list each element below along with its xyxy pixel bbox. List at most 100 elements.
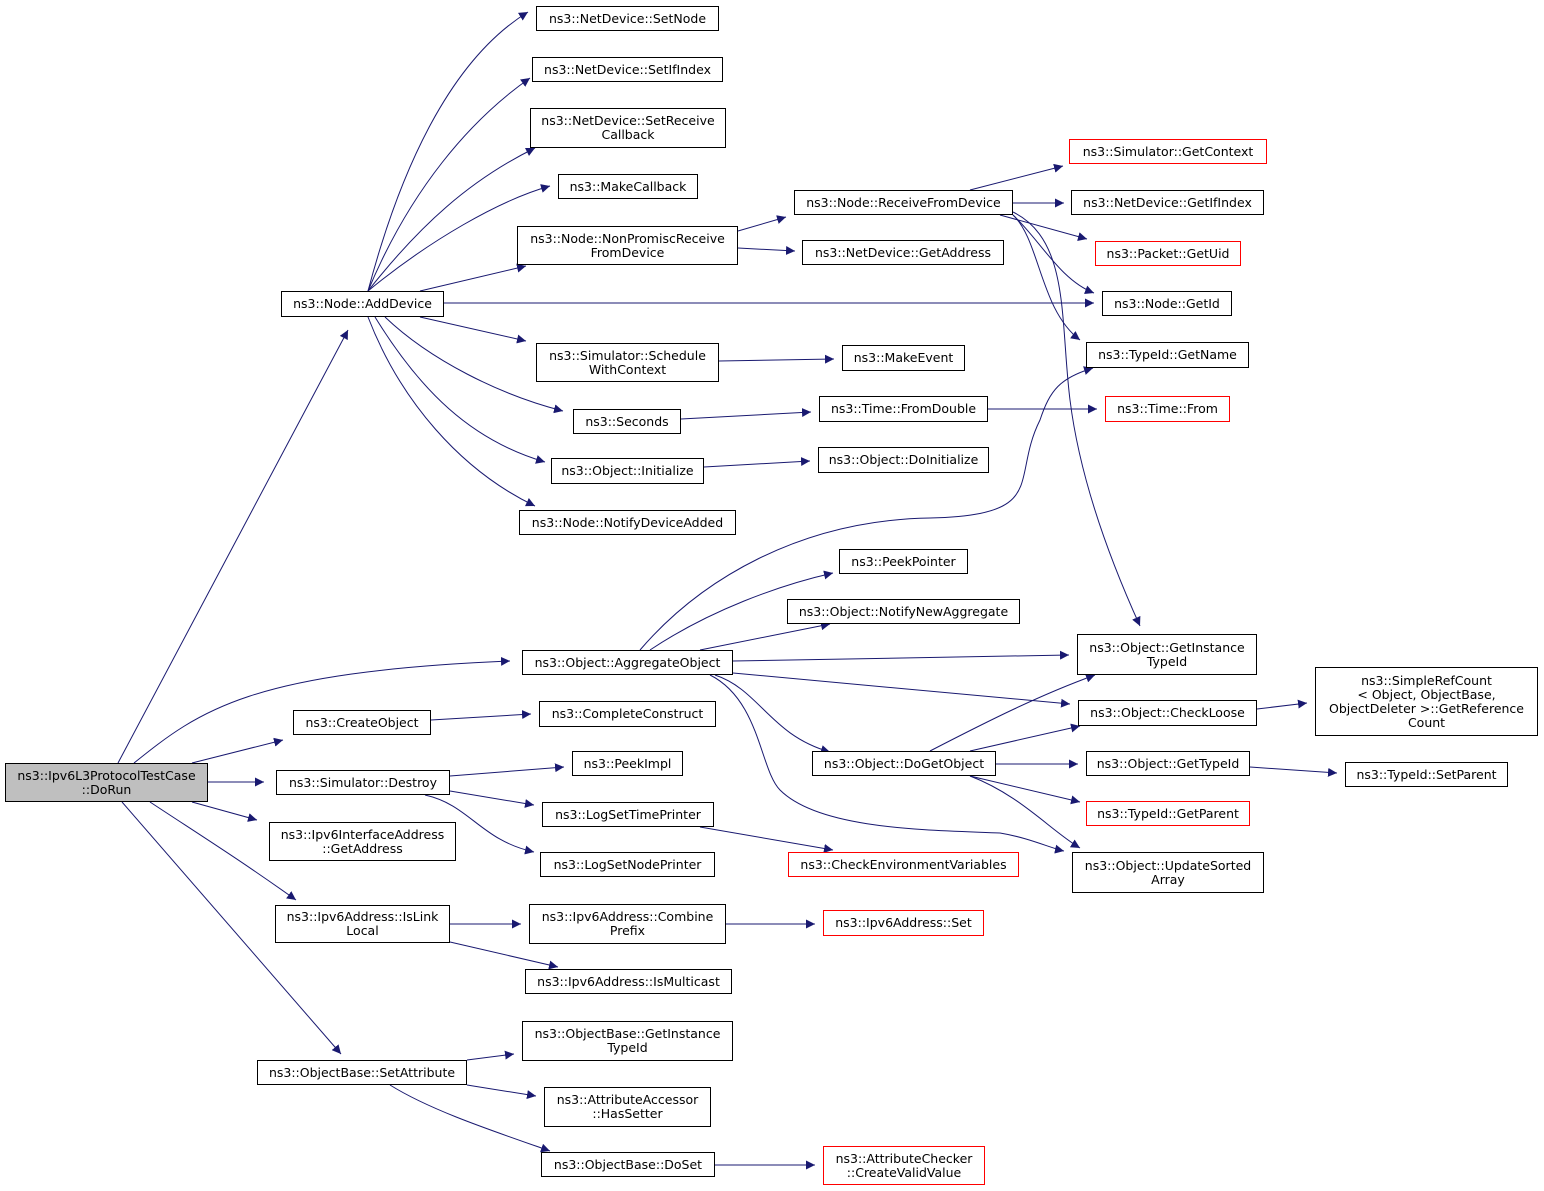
node-getcontext[interactable]: ns3::Simulator::GetContext (1069, 139, 1267, 164)
node-label-line: Prefix (609, 923, 646, 938)
node-notifydev[interactable]: ns3::Node::NotifyDeviceAdded (519, 510, 736, 535)
node-label-line: FromDevice (590, 244, 665, 260)
node-checkenv[interactable]: ns3::CheckEnvironmentVariables (788, 852, 1019, 877)
node-label-line: ns3::Ipv6Address::Combine (541, 909, 714, 924)
node-setifindex[interactable]: ns3::NetDevice::SetIfIndex (532, 57, 723, 82)
node-logtime[interactable]: ns3::LogSetTimePrinter (542, 802, 714, 827)
node-lognode[interactable]: ns3::LogSetNodePrinter (540, 852, 715, 877)
edge-aggregate-to-notifyagg (699, 621, 831, 651)
node-createobj[interactable]: ns3::CreateObject (293, 710, 431, 735)
node-dogetobj[interactable]: ns3::Object::DoGetObject (812, 751, 996, 776)
edge-dorun-to-islinklocal (149, 801, 297, 901)
node-label-line: ns3::MakeEvent (853, 350, 954, 365)
node-adddevice[interactable]: ns3::Node::AddDevice (281, 291, 444, 317)
node-label-line: ns3::Object::UpdateSorted (1084, 857, 1252, 873)
node-label-line: ns3::NetDevice::SetNode (548, 10, 707, 26)
node-peekptr[interactable]: ns3::PeekPointer (839, 549, 968, 574)
node-label-line: ns3::Object::DoInitialize (828, 452, 979, 467)
node-doinit[interactable]: ns3::Object::DoInitialize (818, 447, 989, 473)
node-label-line: ns3::LogSetTimePrinter (555, 806, 701, 822)
node-label-line: ns3::AttributeChecker (835, 1150, 973, 1166)
node-ismulticast[interactable]: ns3::Ipv6Address::IsMulticast (525, 969, 732, 994)
node-getuid[interactable]: ns3::Packet::GetUid (1095, 241, 1241, 266)
node-dorun: ns3::Ipv6L3ProtocolTestCase::DoRun (5, 763, 208, 802)
node-label-line: WithContext (588, 361, 667, 377)
node-label-line: ns3::SimpleRefCount (1361, 672, 1492, 688)
edge-checkloose-to-simplerefcount (1256, 699, 1308, 710)
node-getname[interactable]: ns3::TypeId::GetName (1086, 342, 1249, 368)
node-timefrom[interactable]: ns3::Time::From (1105, 396, 1230, 422)
edge-gettypeid-to-setparent (1249, 766, 1338, 777)
node-setnode[interactable]: ns3::NetDevice::SetNode (536, 6, 719, 31)
node-label-line: ns3::Node::ReceiveFromDevice (806, 194, 1001, 210)
edge-simdestroy-to-lognode (424, 794, 535, 855)
node-label-line: ns3::Time::FromDouble (830, 401, 977, 416)
node-label-line: ::DoRun (81, 781, 132, 797)
node-label-line: ns3::Simulator::Destroy (289, 774, 437, 790)
edge-adddevice-to-setifindex (367, 77, 531, 292)
node-doset[interactable]: ns3::ObjectBase::DoSet (541, 1152, 715, 1177)
node-completec[interactable]: ns3::CompleteConstruct (539, 701, 716, 727)
edge-createobj-to-completec (430, 710, 532, 721)
node-label-line: ns3::ObjectBase::DoSet (553, 1156, 703, 1172)
node-hassetter[interactable]: ns3::AttributeAccessor::HasSetter (544, 1087, 711, 1127)
edge-dorun-to-aggregate (133, 656, 511, 764)
node-setattr[interactable]: ns3::ObjectBase::SetAttribute (257, 1060, 467, 1085)
node-makecallback[interactable]: ns3::MakeCallback (558, 174, 698, 199)
node-label-line: ns3::TypeId::GetParent (1097, 805, 1239, 821)
node-simplerefcount[interactable]: ns3::SimpleRefCount< Object, ObjectBase,… (1315, 667, 1538, 736)
node-initialize[interactable]: ns3::Object::Initialize (551, 458, 704, 484)
edge-adddevice-to-nonpromisc (419, 263, 527, 292)
node-label-line: ns3::NetDevice::SetReceive (541, 113, 715, 128)
node-label-line: Array (1151, 871, 1185, 887)
node-makeevent[interactable]: ns3::MakeEvent (842, 345, 965, 371)
node-label-line: ns3::Object::NotifyNewAggregate (798, 603, 1009, 619)
edge-simdestroy-to-logtime (449, 790, 535, 808)
node-label-line: ns3::Object::CheckLoose (1090, 705, 1245, 720)
edge-adddevice-to-schedctx (419, 316, 527, 344)
node-ipv6set[interactable]: ns3::Ipv6Address::Set (823, 910, 984, 936)
node-label-line: ns3::PeekPointer (851, 553, 956, 569)
node-recvfromdev[interactable]: ns3::Node::ReceiveFromDevice (794, 190, 1013, 215)
node-notifyagg[interactable]: ns3::Object::NotifyNewAggregate (787, 599, 1020, 624)
node-fromdouble[interactable]: ns3::Time::FromDouble (819, 396, 988, 422)
node-label-line: ns3::Node::NotifyDeviceAdded (531, 514, 724, 530)
node-gettypeid[interactable]: ns3::Object::GetTypeId (1086, 751, 1250, 776)
node-getifindex[interactable]: ns3::NetDevice::GetIfIndex (1071, 190, 1264, 215)
node-label-line: ns3::PeekImpl (583, 755, 672, 771)
node-setparent[interactable]: ns3::TypeId::SetParent (1345, 762, 1508, 787)
node-label-line: ns3::Ipv6L3ProtocolTestCase (17, 767, 196, 783)
edge-setattr-to-hassetter (466, 1084, 537, 1100)
node-label-line: TypeId (607, 1040, 648, 1055)
node-seconds[interactable]: ns3::Seconds (573, 409, 681, 434)
edge-logtime-to-checkenv (699, 826, 834, 853)
node-ifaceaddr[interactable]: ns3::Ipv6InterfaceAddress::GetAddress (269, 822, 456, 861)
node-peekimpl[interactable]: ns3::PeekImpl (572, 751, 683, 776)
edge-adddevice-to-makecallback (367, 184, 551, 292)
node-label-line: ::CreateValidValue (846, 1164, 962, 1180)
node-label-line: Callback (601, 127, 655, 142)
node-simdestroy[interactable]: ns3::Simulator::Destroy (276, 770, 450, 795)
node-label-line: ns3::Node::GetId (1114, 295, 1220, 311)
node-label-line: ObjectDeleter >::GetReference (1328, 700, 1524, 716)
node-createvalid[interactable]: ns3::AttributeChecker::CreateValidValue (823, 1146, 985, 1185)
node-label-line: ns3::Node::AddDevice (293, 296, 432, 311)
edge-seconds-to-fromdouble (680, 407, 812, 420)
edge-aggregate-to-checkloose (732, 672, 1071, 708)
node-aggregate[interactable]: ns3::Object::AggregateObject (522, 650, 733, 675)
node-checkloose[interactable]: ns3::Object::CheckLoose (1078, 700, 1257, 726)
edge-recvfromdev-to-getid (1012, 214, 1095, 294)
node-getparent[interactable]: ns3::TypeId::GetParent (1086, 801, 1250, 826)
node-getaddress[interactable]: ns3::NetDevice::GetAddress (802, 240, 1004, 265)
node-getid[interactable]: ns3::Node::GetId (1102, 291, 1232, 316)
